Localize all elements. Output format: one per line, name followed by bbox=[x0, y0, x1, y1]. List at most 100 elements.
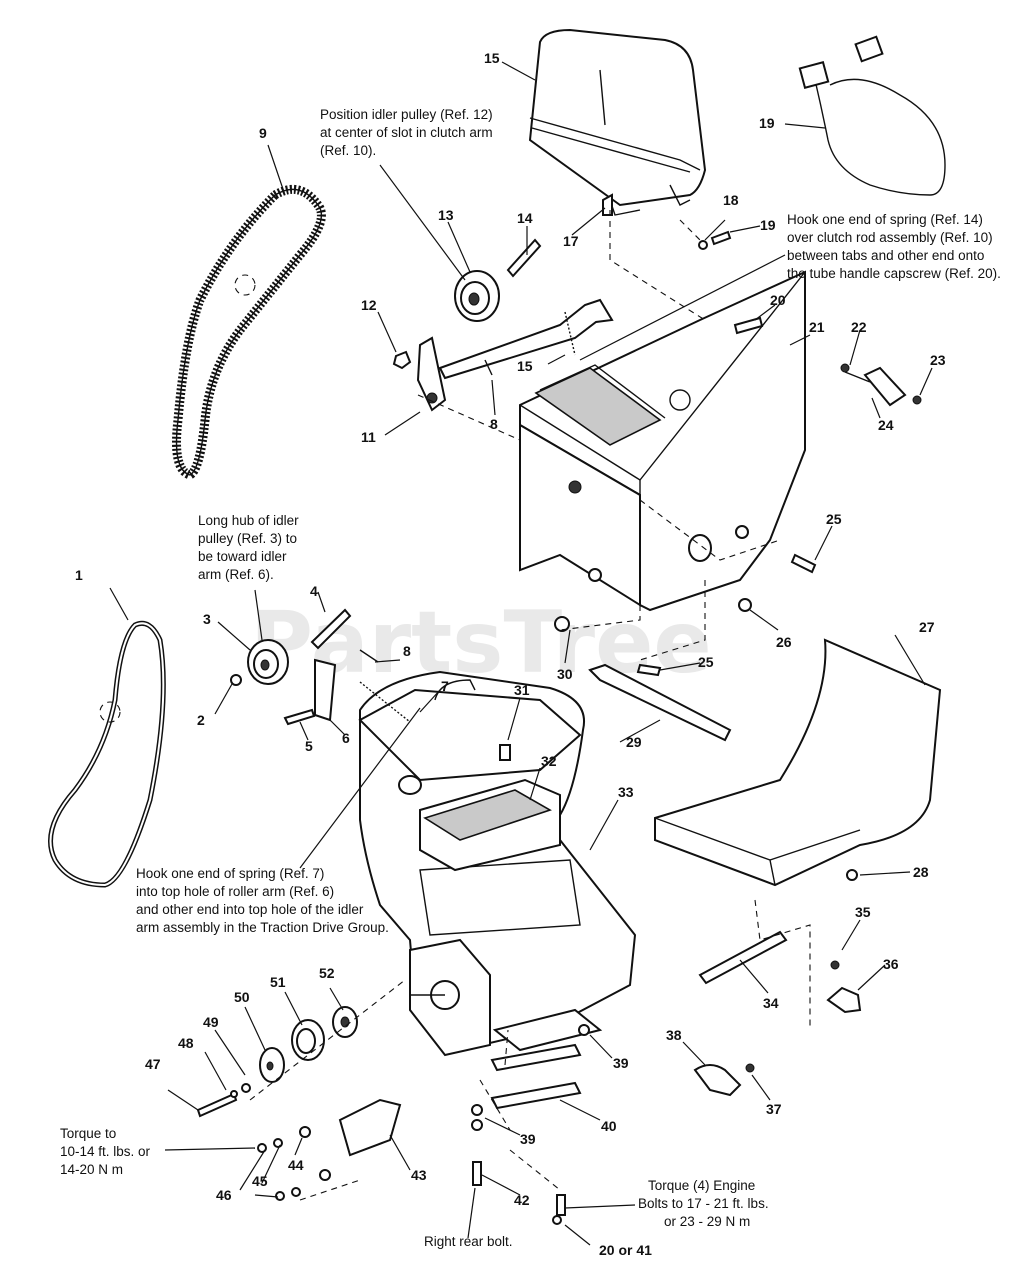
part-4-bolt bbox=[310, 608, 352, 650]
part-47-bolt bbox=[196, 1083, 251, 1118]
callout-30: 30 bbox=[557, 666, 573, 682]
callout-48: 48 bbox=[178, 1035, 194, 1051]
callout-28: 28 bbox=[913, 864, 929, 880]
part-32-fuel-cap bbox=[423, 789, 552, 841]
callout-24: 24 bbox=[878, 417, 894, 433]
callout-6: 6 bbox=[342, 730, 350, 746]
part-40-plates bbox=[490, 1043, 582, 1110]
callout-7: 7 bbox=[441, 678, 449, 694]
part-38-cover bbox=[693, 1063, 755, 1097]
callout-22: 22 bbox=[851, 319, 867, 335]
part-11-nut bbox=[392, 350, 412, 370]
callout-8-lower: 8 bbox=[403, 643, 411, 659]
part-24-bracket bbox=[840, 363, 922, 407]
note-long-hub: Long hub of idler pulley (Ref. 3) to be … bbox=[198, 513, 299, 582]
callout-37: 37 bbox=[766, 1101, 782, 1117]
callout-9: 9 bbox=[259, 125, 267, 141]
part-10-clutch-arm bbox=[416, 298, 614, 412]
svg-text:Torque to: Torque to bbox=[60, 1126, 116, 1141]
note-right-rear-bolt: Right rear bolt. bbox=[424, 1234, 513, 1249]
svg-text:between tabs and other end ont: between tabs and other end onto bbox=[787, 248, 984, 263]
note-idler-position: Position idler pulley (Ref. 12) at cente… bbox=[320, 107, 493, 158]
svg-text:over clutch rod assembly (Ref.: over clutch rod assembly (Ref. 10) bbox=[787, 230, 993, 245]
svg-text:the tube handle capscrew (Ref.: the tube handle capscrew (Ref. 20). bbox=[787, 266, 1001, 281]
callout-13: 14 bbox=[517, 210, 533, 226]
callout-2: 2 bbox=[197, 712, 205, 728]
note-torque-pulley: Torque to 10-14 ft. lbs. or 14-20 N m bbox=[60, 1126, 151, 1177]
callout-39-lower: 39 bbox=[520, 1131, 536, 1147]
part-1-v-belt bbox=[48, 620, 166, 888]
part-52-pulley bbox=[332, 1006, 358, 1038]
part-19-wire-harness bbox=[798, 35, 946, 196]
part-14-spring bbox=[564, 311, 576, 356]
callout-15: 15 bbox=[484, 50, 500, 66]
callout-12: 13 bbox=[438, 207, 454, 223]
callout-32: 32 bbox=[541, 753, 557, 769]
part-43-handle-bracket bbox=[338, 1098, 402, 1157]
part-2-nut bbox=[230, 674, 242, 686]
callout-17: 18 bbox=[723, 192, 739, 208]
callout-33: 33 bbox=[618, 784, 634, 800]
note-spring-14: Hook one end of spring (Ref. 14) over cl… bbox=[787, 212, 1001, 281]
callout-35: 35 bbox=[855, 904, 871, 920]
part-8-pin-lower bbox=[359, 649, 379, 663]
callout-5: 5 bbox=[305, 738, 313, 754]
callout-25-lower: 25 bbox=[698, 654, 714, 670]
callout-16: 17 bbox=[563, 233, 579, 249]
svg-text:14-20 N m: 14-20 N m bbox=[60, 1162, 123, 1177]
part-6-roller-arm bbox=[314, 658, 337, 722]
callout-38: 38 bbox=[666, 1027, 682, 1043]
callout-14: 15 bbox=[517, 358, 533, 374]
svg-text:Hook one end of spring (Ref. 1: Hook one end of spring (Ref. 14) bbox=[787, 212, 983, 227]
callout-18: 19 bbox=[760, 217, 776, 233]
part-12-idler-pulley bbox=[454, 270, 500, 322]
svg-text:arm assembly in the Traction D: arm assembly in the Traction Drive Group… bbox=[136, 920, 389, 935]
callout-47: 47 bbox=[145, 1056, 161, 1072]
callout-10: 11 bbox=[361, 429, 376, 445]
callout-51: 51 bbox=[270, 974, 286, 990]
callout-29: 29 bbox=[626, 734, 642, 750]
svg-text:at center of slot in clutch ar: at center of slot in clutch arm bbox=[320, 125, 493, 140]
part-34-shaft bbox=[698, 930, 788, 985]
part-29-angle-bracket bbox=[588, 663, 732, 742]
svg-text:Hook one end of spring (Ref. 7: Hook one end of spring (Ref. 7) bbox=[136, 866, 324, 881]
part-44-46-hardware bbox=[257, 1126, 331, 1201]
svg-text:and other end into top hole of: and other end into top hole of the idler bbox=[136, 902, 364, 917]
callout-19: 19 bbox=[759, 115, 775, 131]
callout-36: 36 bbox=[883, 956, 899, 972]
callout-34: 34 bbox=[763, 995, 779, 1011]
svg-text:arm (Ref. 6).: arm (Ref. 6). bbox=[198, 567, 274, 582]
leader-lines bbox=[109, 61, 933, 1246]
callout-20-or-41: 20 or 41 bbox=[599, 1242, 652, 1258]
svg-text:or 23 - 29 N m: or 23 - 29 N m bbox=[664, 1214, 750, 1229]
small-hardware bbox=[471, 193, 858, 1225]
part-callouts: 15 19 9 13 14 17 18 19 12 20 21 22 23 15… bbox=[75, 50, 946, 1258]
note-torque-engine: Torque (4) Engine Bolts to 17 - 21 ft. l… bbox=[638, 1178, 769, 1229]
assembly-guides bbox=[249, 210, 811, 1201]
svg-text:Torque (4) Engine: Torque (4) Engine bbox=[648, 1178, 755, 1193]
part-9-cogged-belt bbox=[172, 184, 326, 480]
svg-text:pulley (Ref. 3) to: pulley (Ref. 3) to bbox=[198, 531, 297, 546]
callout-43: 43 bbox=[411, 1167, 427, 1183]
callout-1: 1 bbox=[75, 567, 83, 583]
callout-23: 23 bbox=[930, 352, 946, 368]
svg-text:Long hub of idler: Long hub of idler bbox=[198, 513, 299, 528]
callout-44: 44 bbox=[288, 1157, 304, 1173]
svg-text:be toward idler: be toward idler bbox=[198, 549, 287, 564]
callout-42: 42 bbox=[514, 1192, 530, 1208]
callout-39-upper: 39 bbox=[613, 1055, 629, 1071]
svg-text:(Ref. 10).: (Ref. 10). bbox=[320, 143, 376, 158]
svg-text:Bolts to 17 - 21 ft. lbs.: Bolts to 17 - 21 ft. lbs. bbox=[638, 1196, 769, 1211]
callout-11: 12 bbox=[361, 297, 377, 313]
part-33-engine bbox=[358, 670, 637, 1057]
note-spring-7: Hook one end of spring (Ref. 7) into top… bbox=[136, 866, 389, 935]
callout-50: 50 bbox=[234, 989, 250, 1005]
callout-20: 20 bbox=[770, 292, 786, 308]
callout-31: 31 bbox=[514, 682, 530, 698]
callout-45: 45 bbox=[252, 1173, 268, 1189]
part-7-spring bbox=[359, 681, 411, 723]
part-36-bracket bbox=[826, 960, 862, 1014]
part-8-pin-upper bbox=[484, 359, 493, 376]
part-51-pulley bbox=[291, 1019, 325, 1061]
